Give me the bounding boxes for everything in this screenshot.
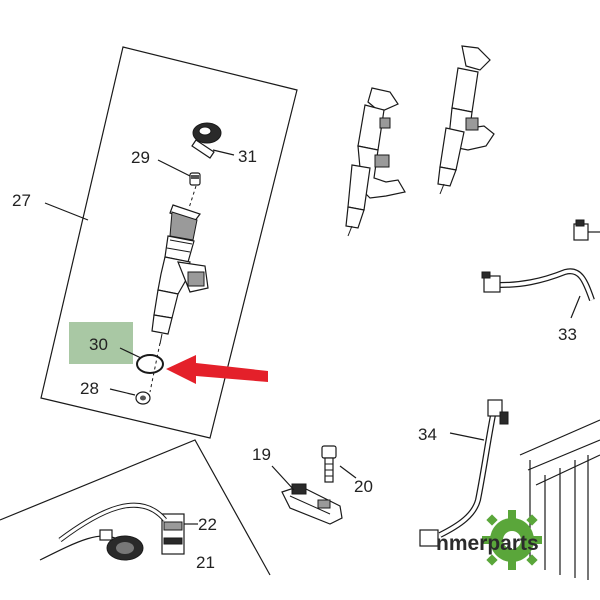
leader-33: [570, 295, 581, 319]
leader-31: [212, 149, 235, 156]
arrow-right-icon: [166, 355, 268, 384]
leader-19: [271, 465, 295, 491]
kit-lower-outline: [0, 439, 271, 576]
gear-icon: [482, 510, 542, 570]
leader-30: [119, 347, 142, 359]
label-34: 34: [418, 425, 437, 444]
label-29: 29: [131, 148, 150, 167]
logo-text: nmerparts: [436, 532, 539, 555]
leader-28: [109, 388, 136, 396]
leader-34: [449, 432, 485, 441]
label-28: 28: [80, 379, 99, 398]
highlight-box-30: [69, 322, 133, 364]
leader-29: [157, 159, 191, 177]
leader-27: [44, 202, 89, 221]
nut-28: [135, 391, 151, 405]
injector-upper-1: [345, 87, 406, 237]
kit-27-outline: [40, 46, 298, 439]
seal-ring-30: [136, 354, 164, 374]
label-22: 22: [198, 515, 217, 534]
injector-main: [151, 204, 209, 345]
engine-block-outline: [519, 419, 600, 580]
label-20: 20: [354, 477, 373, 496]
label-30: 30: [89, 335, 108, 354]
axis-injector: [149, 342, 161, 393]
fuel-line-33: [481, 219, 600, 301]
connector-22: [161, 513, 185, 555]
fuel-line-34: [419, 399, 509, 547]
nut-29: [189, 172, 201, 186]
logo: nmerparts: [436, 510, 542, 570]
label-33: 33: [558, 325, 577, 344]
label-21: 21: [196, 553, 215, 572]
label-27: 27: [12, 191, 31, 210]
clamp-19: [281, 483, 343, 525]
label-31: 31: [238, 147, 257, 166]
axis-29: [188, 185, 197, 209]
bolt-20: [321, 445, 337, 483]
injector-upper-2: [437, 45, 495, 195]
label-19: 19: [252, 445, 271, 464]
harness-21: [39, 502, 167, 561]
leader-20: [339, 465, 357, 479]
clamp-31: [191, 122, 222, 159]
